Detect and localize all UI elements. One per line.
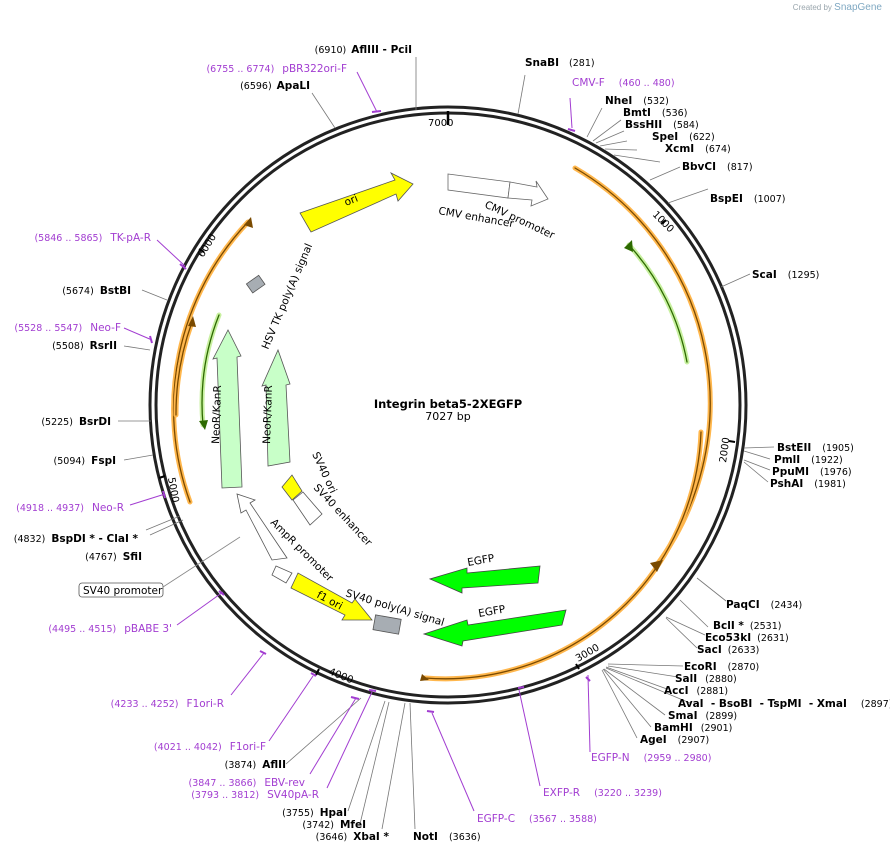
enzyme-site-bbvCI[interactable]: BbvCI(817) bbox=[682, 161, 753, 173]
enzyme-site-salI[interactable]: SalI(2880) bbox=[675, 673, 737, 685]
sv40-promoter-box bbox=[78, 582, 164, 598]
egfp-feature-lower[interactable] bbox=[422, 609, 567, 647]
primer-egfp-n[interactable]: EGFP-N(2959 .. 2980) bbox=[591, 752, 711, 764]
enzyme-site-pmlI[interactable]: PmlI(1922) bbox=[774, 454, 843, 466]
egfp-feature-upper[interactable] bbox=[428, 565, 541, 594]
primer-f1ori-f[interactable]: (4021 .. 4042)F1ori-F bbox=[154, 741, 266, 753]
feature-label-egfp-lower: EGFP bbox=[477, 603, 506, 620]
credit-prefix: Created by bbox=[792, 3, 832, 12]
primer-egfp-c[interactable]: EGFP-C(3567 .. 3588) bbox=[477, 813, 597, 825]
enzyme-site-fspI[interactable]: (5094)FspI bbox=[54, 455, 116, 467]
enzyme-site-notI[interactable]: NotI(3636) bbox=[413, 831, 481, 843]
ampr-promoter-feature[interactable] bbox=[236, 493, 288, 561]
primer-ebv-rev[interactable]: (3847 .. 3866)EBV-rev bbox=[189, 777, 306, 789]
primer-f1ori-r[interactable]: (4233 .. 4252)F1ori-R bbox=[111, 698, 224, 710]
tick-2000: 2000 bbox=[718, 437, 732, 464]
orf-arc-1-core bbox=[574, 167, 711, 567]
enzyme-site-paqCI[interactable]: PaqCI(2434) bbox=[726, 599, 802, 611]
tick-6000: 6000 bbox=[196, 232, 219, 259]
orf-arc-2-core bbox=[424, 431, 702, 680]
enzyme-site-bspDI-claI[interactable]: (4832)BspDI * - ClaI * bbox=[14, 533, 139, 545]
orf-arcs bbox=[171, 165, 713, 682]
tick-5000: 5000 bbox=[165, 477, 180, 504]
ori-feature[interactable] bbox=[299, 172, 414, 233]
enzyme-leaders bbox=[118, 57, 775, 830]
tick-marks bbox=[158, 219, 736, 676]
enzyme-site-xcmI[interactable]: XcmI(674) bbox=[665, 143, 731, 155]
primer-leaders bbox=[123, 71, 591, 812]
feature-label-neor-inner: NeoR/KanR bbox=[261, 385, 275, 444]
enzyme-labels: (6910)AflIII - PciI (6596)ApaLI SnaBI(28… bbox=[14, 44, 890, 843]
enzyme-site-accI[interactable]: AccI(2881) bbox=[664, 685, 728, 697]
enzyme-site-aflIII-pciI[interactable]: (6910)AflIII - PciI bbox=[315, 44, 412, 56]
sv40-ori-feature[interactable] bbox=[281, 474, 303, 501]
primer-cmv-f[interactable]: CMV-F(460 .. 480) bbox=[572, 77, 675, 89]
neor-kanr-feature-inner[interactable] bbox=[261, 348, 291, 467]
cmv-enhancer-feature[interactable] bbox=[447, 173, 511, 199]
enzyme-site-bsrDI[interactable]: (5225)BsrDI bbox=[41, 416, 111, 428]
enzyme-site-rsrII[interactable]: (5508)RsrII bbox=[52, 340, 117, 352]
neor-kanr-feature-outer[interactable] bbox=[212, 329, 243, 489]
sv40-enhancer-feature[interactable] bbox=[292, 491, 323, 526]
hsv-tk-polya-feature[interactable] bbox=[245, 274, 266, 294]
plasmid-name: Integrin beta5-2XEGFP bbox=[374, 397, 522, 411]
primer-labels: (6755 .. 6774)pBR322ori-F CMV-F(460 .. 4… bbox=[14, 63, 711, 825]
primer-neo-r[interactable]: (4918 .. 4937)Neo-R bbox=[16, 502, 124, 514]
primer-pbr322ori-f[interactable]: (6755 .. 6774)pBR322ori-F bbox=[206, 63, 347, 75]
enzyme-site-eco53kI[interactable]: Eco53kI(2631) bbox=[705, 632, 789, 644]
orf-arrowheads bbox=[188, 217, 663, 681]
enzyme-site-ppuMI[interactable]: PpuMI(1976) bbox=[772, 466, 852, 478]
enzyme-site-avaI-group[interactable]: AvaI - BsoBI - TspMI - XmaI(2897) bbox=[678, 698, 890, 710]
orf-arc-2 bbox=[422, 429, 704, 682]
sv40-promoter-leader bbox=[162, 536, 241, 588]
enzyme-site-hpaI[interactable]: (3755)HpaI bbox=[282, 807, 347, 819]
tick-7000: 7000 bbox=[428, 118, 453, 129]
snapgene-credit: Created by SnapGene bbox=[793, 2, 882, 13]
enzyme-site-sfiI[interactable]: (4767)SfiI bbox=[85, 551, 142, 563]
cmv-promoter-feature[interactable] bbox=[507, 180, 549, 207]
feature-label-ori: ori bbox=[343, 193, 360, 209]
backbone-outer-ring bbox=[148, 105, 748, 705]
enzyme-site-bstBI[interactable]: (5674)BstBI bbox=[62, 285, 131, 297]
enzyme-site-speI[interactable]: SpeI(622) bbox=[652, 131, 715, 143]
enzyme-site-ecoRI[interactable]: EcoRI(2870) bbox=[684, 661, 759, 673]
primer-tk-pa-r[interactable]: (5846 .. 5865)TK-pA-R bbox=[34, 232, 151, 244]
enzyme-site-scaI[interactable]: ScaI(1295) bbox=[752, 269, 819, 281]
enzyme-site-ageI[interactable]: AgeI(2907) bbox=[640, 734, 709, 746]
enzyme-site-snaBI[interactable]: SnaBI(281) bbox=[525, 57, 595, 69]
snapgene-logo: SnapGene bbox=[834, 2, 882, 13]
enzyme-site-bclI[interactable]: BclI *(2531) bbox=[713, 620, 781, 632]
sv40-polya-feature[interactable] bbox=[372, 614, 402, 635]
primer-neo-f[interactable]: (5528 .. 5547)Neo-F bbox=[14, 322, 121, 334]
primer-sv40pa-r[interactable]: (3793 .. 3812)SV40pA-R bbox=[191, 789, 319, 801]
enzyme-site-bssHII[interactable]: BssHII(584) bbox=[625, 119, 699, 131]
ampr-segment[interactable] bbox=[271, 565, 293, 584]
enzyme-site-sacI[interactable]: SacI(2633) bbox=[697, 644, 759, 656]
enzyme-site-xbaI[interactable]: (3646)XbaI * bbox=[316, 831, 390, 843]
enzyme-site-smaI[interactable]: SmaI(2899) bbox=[668, 710, 737, 722]
green-arc-left-core bbox=[201, 314, 220, 426]
enzyme-site-aflII[interactable]: (3874)AflII bbox=[225, 759, 286, 771]
plasmid-length: 7027 bp bbox=[425, 410, 470, 423]
f1-ori-feature[interactable] bbox=[290, 572, 373, 621]
enzyme-site-apaLI[interactable]: (6596)ApaLI bbox=[240, 80, 310, 92]
enzyme-site-bspEI[interactable]: BspEI(1007) bbox=[710, 193, 785, 205]
enzyme-site-bstEII[interactable]: BstEII(1905) bbox=[777, 442, 854, 454]
feature-label-neor-outer: NeoR/KanR bbox=[210, 385, 224, 444]
enzyme-site-mfeI[interactable]: (3742)MfeI bbox=[302, 819, 366, 831]
enzyme-site-nheI[interactable]: NheI(532) bbox=[605, 95, 669, 107]
enzyme-site-bmtI[interactable]: BmtI(536) bbox=[623, 107, 687, 119]
feature-label-egfp-upper: EGFP bbox=[466, 552, 495, 569]
orf-arc-4-core bbox=[175, 321, 193, 416]
green-arc-right bbox=[626, 242, 690, 365]
primer-exfp-r[interactable]: EXFP-R(3220 .. 3239) bbox=[543, 787, 662, 799]
orf-arc-3-core bbox=[172, 221, 249, 503]
enzyme-site-bamHI[interactable]: BamHI(2901) bbox=[654, 722, 732, 734]
feature-label-sv40-promoter: SV40 promoter bbox=[83, 585, 163, 597]
feature-label-hsv-tk-polya: HSV TK poly(A) signal bbox=[260, 242, 315, 351]
primer-pbabe-3[interactable]: (4495 .. 4515)pBABE 3' bbox=[48, 623, 172, 635]
enzyme-site-pshAI[interactable]: PshAI(1981) bbox=[770, 478, 846, 490]
green-arc-right-core bbox=[628, 244, 688, 363]
